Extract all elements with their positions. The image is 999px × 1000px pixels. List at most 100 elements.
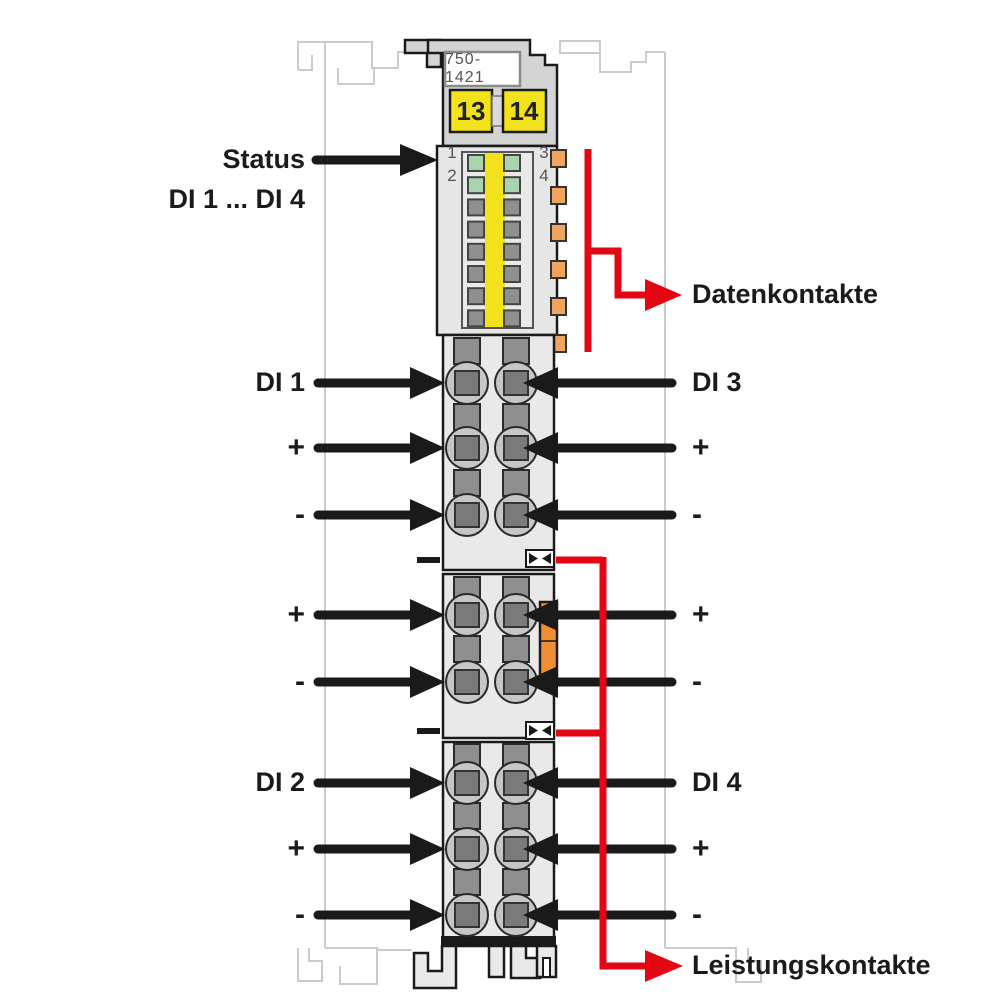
label-plus-di4: + <box>692 832 710 865</box>
label-plus-di3: + <box>692 431 710 464</box>
wire-terminal-opening <box>454 435 480 461</box>
label-di1: DI 1 <box>255 367 305 397</box>
status-led <box>503 154 521 172</box>
led-slot <box>503 242 521 261</box>
led-slot <box>503 198 521 217</box>
data-contact-arrowhead <box>645 279 682 311</box>
mounting-feet <box>412 944 558 990</box>
label-status-line1: Status <box>222 144 305 174</box>
wire-terminal-opening <box>454 902 480 928</box>
label-minus-mid-right: - <box>692 665 702 698</box>
wire-arrowhead-left <box>410 432 445 464</box>
terminal-14-box <box>501 88 548 134</box>
label-minus-di3: - <box>692 498 702 531</box>
module-bottom-bar <box>441 936 556 946</box>
data-contact-tab <box>550 260 567 279</box>
wire-terminal-opening <box>454 770 480 796</box>
label-minus-di4: - <box>692 898 702 931</box>
release-opening <box>453 868 481 896</box>
data-contact-branch <box>588 247 646 299</box>
release-opening <box>453 337 481 365</box>
release-opening <box>453 635 481 663</box>
wire-arrowhead-right <box>523 767 558 799</box>
led-slot <box>467 309 485 328</box>
led-slot <box>503 309 521 328</box>
led-slot <box>467 265 485 283</box>
terminal-14-label: 14 <box>509 95 539 126</box>
terminal-13-box <box>448 88 494 134</box>
led-slot <box>503 265 521 283</box>
wire-terminal-opening <box>454 836 480 862</box>
power-contact-line <box>599 557 646 970</box>
data-contact-tab <box>550 297 567 316</box>
wire-arrowhead-right <box>523 899 558 931</box>
status-led <box>503 176 521 195</box>
release-opening <box>502 469 530 497</box>
label-di4: DI 4 <box>692 767 742 797</box>
data-contact-tab <box>550 149 567 168</box>
label-minus-di1: - <box>295 498 305 531</box>
release-opening <box>502 337 530 365</box>
release-opening <box>453 469 481 497</box>
led-number-1: 1 <box>447 143 457 162</box>
release-opening <box>502 635 530 663</box>
wire-arrowhead-right <box>523 666 558 698</box>
status-arrow <box>311 144 438 176</box>
wire-terminal-opening <box>454 502 480 528</box>
label-plus-di1: + <box>287 431 305 464</box>
wire-arrowhead-left <box>410 367 445 399</box>
wire-terminal-opening <box>454 602 480 628</box>
label-minus-di2: - <box>295 898 305 931</box>
led-panel-strip <box>485 153 505 327</box>
wire-arrowhead-left <box>410 899 445 931</box>
led-slot <box>467 242 485 261</box>
terminal-connector <box>491 95 504 127</box>
red-callouts <box>556 149 683 982</box>
wire-terminal-opening <box>454 370 480 396</box>
release-opening <box>453 802 481 830</box>
wire-arrowhead-left <box>410 767 445 799</box>
power-contact-arrowhead <box>645 950 683 982</box>
label-status-line2: DI 1 ... DI 4 <box>168 184 305 214</box>
wire-arrowhead-left <box>410 666 445 698</box>
part-number-label: 750-1421 <box>445 51 485 86</box>
label-minus-mid-left: - <box>295 665 305 698</box>
wire-arrowhead-right <box>523 599 558 631</box>
release-opening <box>502 868 530 896</box>
wire-arrowhead-right <box>523 833 558 865</box>
label-di3: DI 3 <box>692 367 742 397</box>
label-plus-di2: + <box>287 832 305 865</box>
led-slot <box>467 198 485 217</box>
wire-arrowhead-left <box>410 499 445 531</box>
power-contact-symbol-1 <box>525 549 555 568</box>
release-opening <box>502 802 530 830</box>
data-contact-tab <box>550 223 567 242</box>
data-contact-strip <box>550 149 567 353</box>
label-power-contacts: Leistungskontakte <box>692 950 931 980</box>
data-contact-tab <box>550 186 567 205</box>
led-grid <box>467 154 521 328</box>
status-led <box>467 176 485 195</box>
wire-arrowhead-right <box>523 432 558 464</box>
power-contact-symbol-2 <box>525 721 555 740</box>
terminal-13-label: 13 <box>456 95 486 126</box>
led-slot <box>503 287 521 306</box>
led-number-3: 3 <box>539 143 549 162</box>
label-di2: DI 2 <box>255 767 305 797</box>
wire-arrowhead-left <box>410 599 445 631</box>
part-number-box <box>443 50 522 88</box>
led-number-2: 2 <box>447 166 457 185</box>
black-arrows <box>313 367 677 931</box>
led-slot <box>467 287 485 306</box>
wire-terminal-opening <box>454 669 480 695</box>
status-led <box>467 154 485 172</box>
wire-arrowhead-right <box>523 499 558 531</box>
wire-arrowhead-right <box>523 367 558 399</box>
label-plus-mid-left: + <box>287 598 305 631</box>
wire-arrowhead-left <box>410 833 445 865</box>
label-plus-mid-right: + <box>692 598 710 631</box>
divider-dashes <box>417 557 440 734</box>
led-slot <box>467 220 485 239</box>
